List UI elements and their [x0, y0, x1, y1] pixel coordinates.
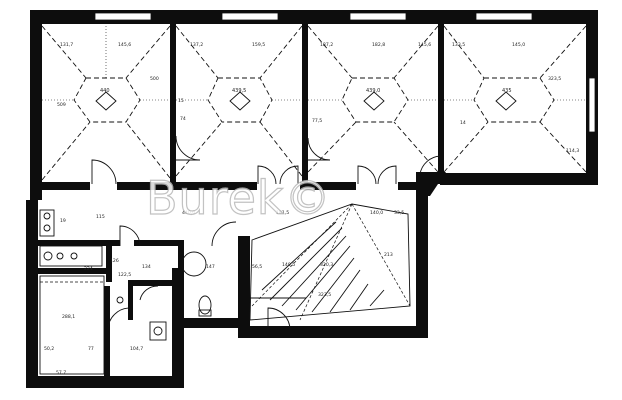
dim-label: 137,2 [190, 42, 203, 48]
dim-label: 509 [57, 102, 66, 108]
ceiling-pattern-room-2 [175, 25, 303, 177]
corridor-dimensions: 115 440,0 181,5 140,0 33,5 [96, 210, 404, 220]
dim-label: 145,6 [118, 42, 131, 48]
dim-label: 440,0 [182, 210, 195, 216]
dim-label: 320,3 [320, 262, 333, 268]
misc-dimensions: 509 500 323,5 15 74 77,5 14 114,3 126 22… [44, 76, 579, 376]
dim-label: 323,5 [318, 292, 331, 298]
dim-label: 122,5 [118, 272, 131, 278]
dim-label: 134 [142, 264, 151, 270]
ceiling-pattern-room-3 [307, 25, 439, 173]
dim-label: 140,5 [282, 262, 295, 268]
dim-label: 159,5 [252, 42, 265, 48]
dim-label: 126 [110, 258, 119, 264]
dim-label: 114,3 [566, 148, 579, 154]
dim-label: 104,7 [130, 346, 143, 352]
dim-label: 77 [88, 346, 94, 352]
room-areas: 440 439,5 439,0 435 [100, 88, 512, 94]
dim-label: 181,5 [276, 210, 289, 216]
room-area-label: 439,5 [232, 88, 246, 94]
dim-label: 56,5 [252, 264, 262, 270]
dim-label: 140,0 [370, 210, 383, 216]
ceiling-pattern-room-4 [443, 25, 587, 173]
dim-label: 500 [150, 76, 159, 82]
dim-label: 133,5 [452, 42, 465, 48]
outer-walls [26, 10, 598, 388]
dim-label: 33,5 [394, 210, 404, 216]
fixtures [39, 209, 212, 375]
inner-walls [30, 24, 444, 376]
dim-label: 14 [460, 120, 466, 126]
dim-label: 19 [60, 218, 66, 224]
dim-label: 187,2 [320, 42, 333, 48]
dim-label: 147 [206, 264, 215, 270]
dim-label: 288,1 [62, 314, 75, 320]
dim-label: 57,7 [56, 370, 66, 376]
door-swings [91, 135, 441, 331]
top-dimensions: 131,7 145,6 137,2 159,5 187,2 182,8 145,… [60, 42, 525, 48]
staircase [249, 203, 411, 321]
room-area-label: 439,0 [366, 88, 380, 94]
ceiling-pattern-room-1 [41, 25, 171, 181]
dim-label: 213 [384, 252, 393, 258]
room-area-label: 435 [502, 88, 512, 94]
dim-label: 74 [180, 116, 186, 122]
dim-label: 182,8 [372, 42, 385, 48]
room-area-label: 440 [100, 88, 110, 94]
dim-label: 50,2 [44, 346, 54, 352]
dim-label: 131,7 [60, 42, 73, 48]
dim-label: 15 [178, 98, 184, 104]
dim-label: 224 [84, 266, 93, 272]
watermark: Burek© [146, 171, 332, 225]
dim-label: 323,5 [548, 76, 561, 82]
dim-label: 145,0 [512, 42, 525, 48]
dim-label: 145,6 [418, 42, 431, 48]
dim-label: 115 [96, 214, 105, 220]
dim-label: 77,5 [312, 118, 322, 124]
